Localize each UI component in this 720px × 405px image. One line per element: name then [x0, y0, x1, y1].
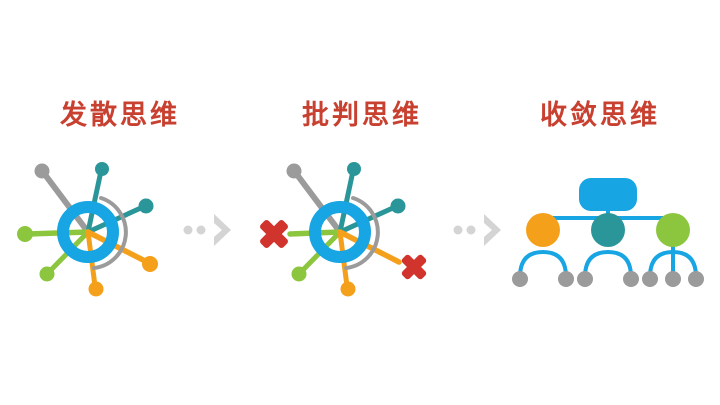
chevron-right-icon: [214, 214, 231, 246]
spoke-gray-upper-left: [34, 163, 91, 235]
critical-hub-ring: [309, 201, 371, 263]
separator-dot: [183, 225, 193, 235]
divergent-spokes: [17, 162, 158, 297]
spoke-orange-lower-right-rejected: [337, 229, 402, 265]
section-title-divergent: 发散思维: [60, 100, 180, 131]
leaf-node: [642, 271, 658, 287]
cross-icon-left: [260, 220, 288, 248]
divergent-hub-ring: [57, 201, 119, 263]
separator-arrow-2: [452, 205, 512, 255]
spoke-teal-upper: [337, 162, 361, 235]
divergent-thinking-diagram: [8, 150, 183, 315]
leaf-node: [623, 271, 639, 287]
spoke-orange-lower-right: [85, 229, 158, 272]
branch-node-green: [656, 213, 690, 247]
chevron-right-icon: [484, 214, 501, 246]
spoke-teal-upper: [85, 162, 109, 235]
leaf-node: [512, 271, 528, 287]
section-title-critical: 批判思维: [302, 100, 422, 131]
hub-gray-arc: [344, 196, 380, 270]
critical-spokes: [286, 162, 406, 297]
leaf-node: [558, 271, 574, 287]
critical-thinking-diagram: [252, 150, 452, 315]
spoke-gray-upper-left: [286, 163, 343, 235]
root-node: [579, 178, 637, 211]
cross-icon-right: [401, 254, 427, 280]
leaf-node: [665, 271, 681, 287]
section-title-convergent: 收敛思维: [540, 100, 660, 131]
tree-leaf-nodes: [512, 271, 704, 287]
leaf-node: [688, 271, 704, 287]
separator-arrow-1: [182, 205, 242, 255]
hub-gray-arc: [92, 196, 128, 270]
separator-dot: [453, 225, 463, 235]
branch-node-teal: [591, 213, 625, 247]
branch-node-orange: [526, 213, 560, 247]
convergent-thinking-tree: [512, 160, 710, 290]
separator-dot: [466, 225, 476, 235]
leaf-node: [577, 271, 593, 287]
separator-dot: [196, 225, 206, 235]
